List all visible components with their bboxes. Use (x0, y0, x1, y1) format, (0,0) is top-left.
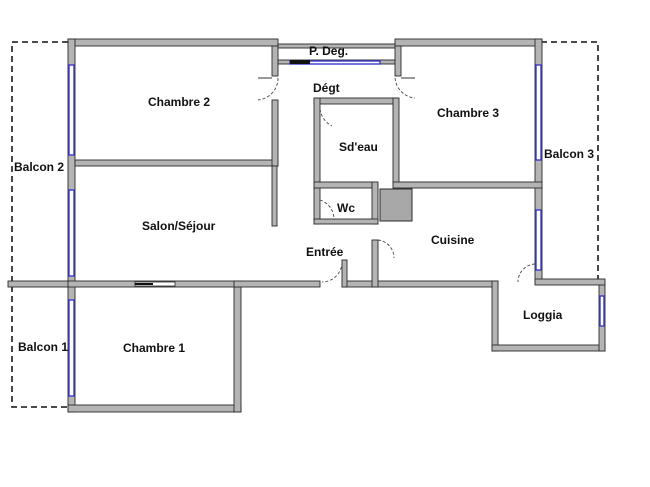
wall-ch3-bottom (392, 181, 543, 189)
room-label-entree: Entrée (306, 245, 344, 259)
wall-wc-right (371, 181, 379, 225)
wall-ch2-right (271, 45, 279, 77)
wall-loggia-top (534, 278, 606, 286)
room-label-chambre2: Chambre 2 (148, 95, 211, 109)
windows (68, 60, 605, 397)
wall-top-left (67, 38, 279, 47)
window-ch2-left (68, 64, 75, 156)
room-label-loggia: Loggia (523, 308, 563, 322)
door-sdeau (319, 103, 333, 127)
wall-wc-bottom (313, 218, 379, 225)
door-ch3 (394, 77, 416, 99)
room-label-cuisine: Cuisine (431, 233, 475, 247)
balcon-3-outline (541, 41, 599, 282)
room-label-degt: Dégt (313, 81, 340, 95)
wall-salon-bottom-right (233, 280, 321, 288)
wall-sdeau-bottom (313, 181, 375, 189)
walls (7, 38, 606, 413)
wall-entry-stub (341, 259, 348, 288)
wall-cuisine-left (371, 239, 379, 288)
wall-top-right (394, 38, 543, 47)
wall-sdeau-top (313, 97, 399, 105)
window-ch1-left (68, 299, 75, 397)
wall-ch2-bottom (74, 159, 279, 167)
wall-ch3-left (394, 45, 402, 77)
room-label-balcon2: Balcon 2 (14, 160, 65, 174)
door-wc (319, 199, 335, 220)
window-ch3-right (535, 64, 542, 161)
room-label-sdeau: Sd'eau (339, 140, 378, 154)
door-cuisine (377, 239, 395, 259)
room-label-wc: Wc (337, 201, 355, 215)
room-label-salon: Salon/Séjour (142, 219, 216, 233)
window-cuisine-right (535, 209, 542, 271)
room-label-balcon3: Balcon 3 (544, 147, 595, 161)
wall-salon-bottom-entry (341, 280, 499, 288)
door-entree (321, 261, 343, 283)
room-label-chambre1: Chambre 1 (123, 341, 186, 355)
room-label-balcon1: Balcon 1 (18, 340, 69, 354)
door-swings (257, 77, 536, 283)
balcony-outlines (11, 41, 599, 408)
wall-loggia-left (491, 280, 499, 352)
door-loggia (517, 263, 536, 283)
wall-sdeau-right (392, 97, 400, 185)
sliding-door (134, 60, 310, 287)
wall-chambre1-right (233, 285, 242, 413)
door-ch2 (257, 77, 279, 101)
balcony-rail (7, 280, 71, 288)
room-label-chambre3: Chambre 3 (437, 106, 500, 120)
window-salon-left (68, 189, 75, 277)
wall-chambre1-bottom (67, 404, 242, 413)
wall-ch2-right-lower (271, 99, 279, 167)
wall-salon-stub (271, 165, 278, 227)
room-label-p-deg: P. Deg. (309, 44, 349, 58)
technical-duct (379, 188, 413, 222)
wall-sdeau-left (313, 97, 321, 225)
wall-loggia-bottom (491, 344, 606, 352)
window-loggia-right (599, 295, 605, 327)
